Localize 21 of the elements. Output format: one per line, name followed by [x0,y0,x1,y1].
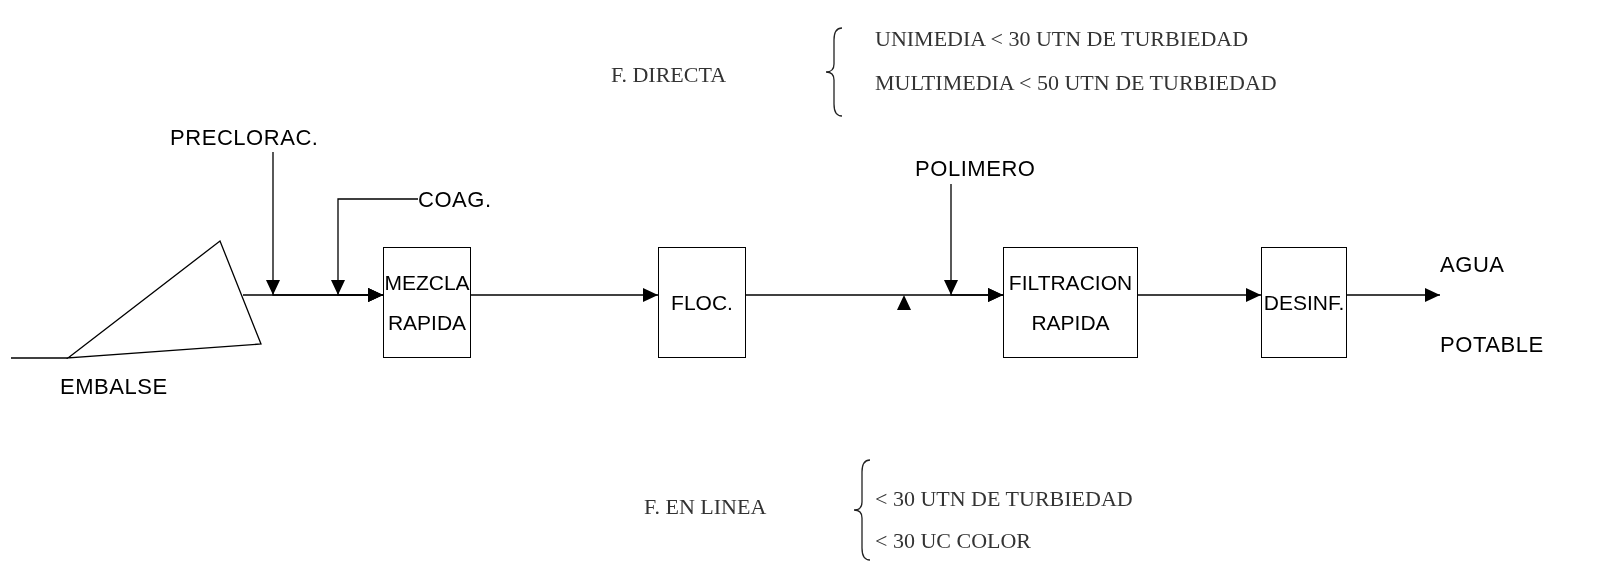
input-label: POLIMERO [915,155,1039,183]
output-label: POTABLE [1440,331,1544,359]
arrow [470,288,659,302]
criterion-text: < 30 UTN DE TURBIEDAD [875,485,1133,513]
criterion-text: < 30 UC COLOR [875,527,1032,555]
process-box: MEZCLA RAPIDA [383,247,471,358]
output-label: AGUA [1440,251,1505,279]
reservoir-label: EMBALSE [60,376,168,398]
input-label: PRECLORAC. [170,124,336,152]
process-box: FILTRACION RAPIDA [1003,247,1138,358]
process-box: FLOC. [658,247,746,358]
process-box: DESINF. [1261,247,1347,358]
arrow [1137,288,1262,302]
arrow [944,183,1004,302]
criterion-text: UNIMEDIA < 30 UTN DE TURBIEDAD [875,25,1249,53]
input-label: COAG. [418,186,518,214]
criterion-text: MULTIMEDIA < 50 UTN DE TURBIEDAD [875,69,1277,97]
filter-type-label: F. DIRECTA [611,61,727,89]
filter-type-label: F. EN LINEA [644,493,767,521]
arrow [1346,288,1441,302]
arrow [331,198,419,302]
